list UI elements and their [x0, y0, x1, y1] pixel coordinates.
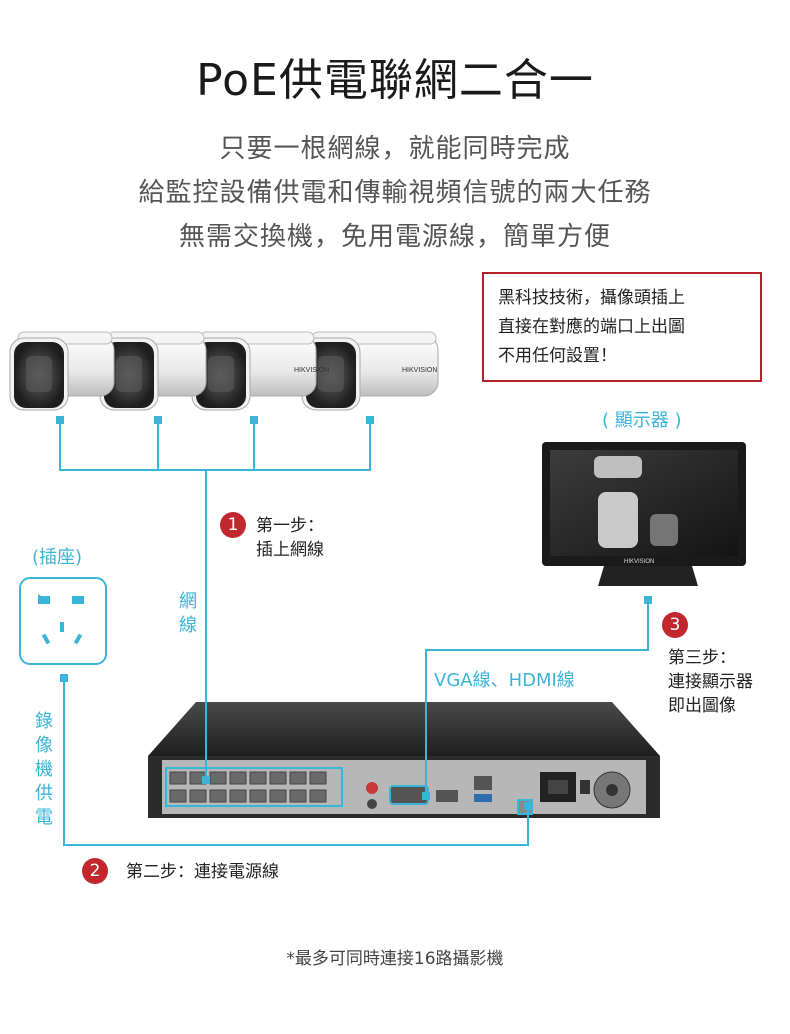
step-1-text: 第一步： 插上網線: [256, 514, 324, 562]
monitor-brand: HIKVISION: [624, 559, 654, 565]
feature-note-box: 黑科技技術，攝像頭插上 直接在對應的端口上出圖 不用任何設置！: [482, 272, 762, 382]
subtitle-line-1: 只要一根網線，就能同時完成: [219, 134, 571, 164]
note-line-3: 不用任何設置！: [498, 346, 617, 366]
subtitle-line-3: 無需交換機，免用電源線，簡單方便: [178, 222, 611, 252]
step-3-badge: 3: [662, 612, 688, 638]
step-3-line-1: 第三步：: [668, 648, 736, 668]
monitor-label: ( 顯示器 ): [602, 410, 682, 431]
camera-brand-4: HIKVISION: [402, 367, 437, 374]
note-line-2: 直接在對應的端口上出圖: [498, 317, 685, 337]
power-label: 錄像機供電: [35, 711, 53, 828]
vga-label: VGA線、HDMI線: [434, 670, 575, 691]
step-1-badge: 1: [220, 512, 246, 538]
step-3-line-3: 即出圖像: [668, 696, 736, 716]
cable-endpoints: [56, 416, 652, 810]
monitor: HIKVISION: [542, 442, 746, 586]
camera-1: [9, 331, 115, 411]
page-title: PoE供電聯網二合一: [196, 55, 594, 106]
step-1-line-2: 插上網線: [256, 540, 324, 560]
socket-label: (插座): [32, 547, 83, 568]
camera-2: [99, 331, 207, 411]
footnote: *最多可同時連接16路攝影機: [286, 949, 504, 969]
power-socket: [19, 577, 107, 665]
nvr-recorder: [148, 702, 660, 818]
step-2-badge: 2: [82, 858, 108, 884]
step-3-text: 第三步： 連接顯示器 即出圖像: [668, 646, 753, 718]
camera-4: HIKVISION: [301, 331, 439, 411]
cable-lines: [59, 420, 649, 846]
step-3-line-2: 連接顯示器: [668, 672, 753, 692]
step-1-line-1: 第一步：: [256, 516, 324, 536]
note-line-1: 黑科技技術，攝像頭插上: [498, 288, 685, 308]
subtitle-line-2: 給監控設備供電和傳輸視頻信號的兩大任務: [138, 178, 652, 208]
cable-label: 網線: [179, 591, 197, 636]
camera-brand-3: HIKVISION: [294, 367, 329, 374]
step-2-text: 第二步：連接電源線: [126, 862, 279, 882]
